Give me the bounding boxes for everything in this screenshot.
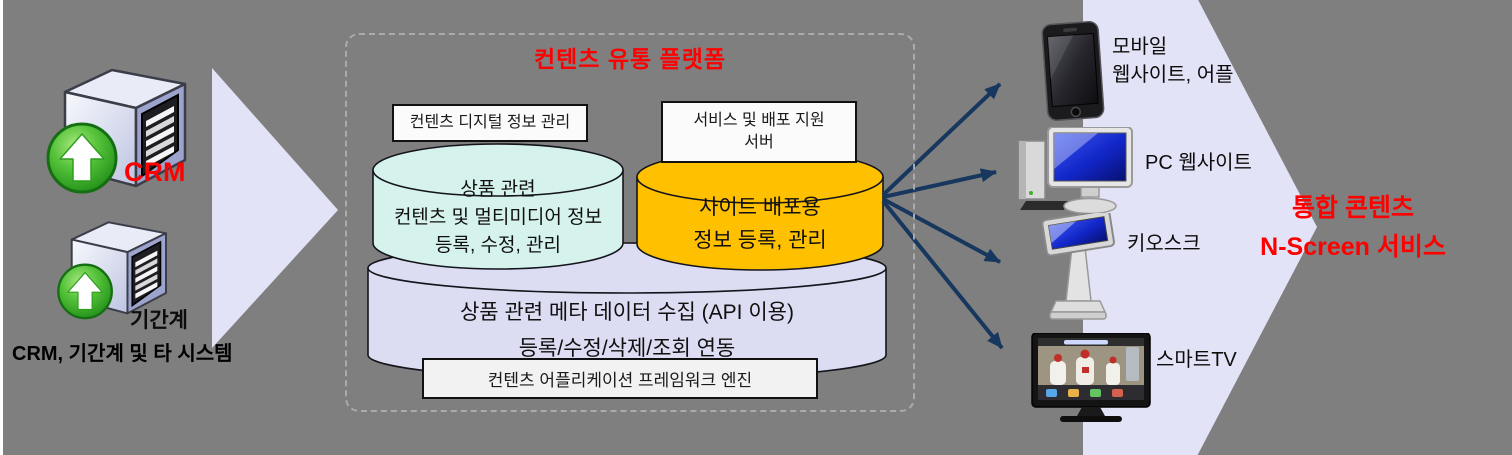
- left-flow-arrow: [212, 68, 338, 348]
- left-edge-strip: [0, 0, 3, 455]
- nscreen-banner-line2: N-Screen 서비스: [1260, 233, 1446, 261]
- deploy-support-label-line1: 서비스 및 배포 지원: [693, 112, 825, 129]
- orange-cylinder: [636, 150, 884, 271]
- mobile-label-line2: 웹사이트, 어플: [1112, 64, 1234, 86]
- digital-info-label: 컨텐츠 디지털 정보 관리: [409, 114, 571, 131]
- cyan-cylinder-text: 상품 관련 컨텐츠 및 멀티미디어 정보 등록, 수정, 관리: [378, 176, 618, 260]
- mobile-device-label: 모바일 웹사이트, 어플: [1112, 33, 1234, 89]
- deploy-support-label-line2: 서버: [744, 134, 774, 151]
- meta-line-2: 등록/수정/삭제/조회 연동: [518, 337, 736, 360]
- fanout-arrows: [881, 82, 1004, 350]
- source-systems-caption: CRM, 기간계 및 타 시스템: [12, 343, 233, 365]
- nscreen-service-banner: 통합 콘텐츠 N-Screen 서비스: [1228, 189, 1478, 267]
- meta-cylinder-text: 상품 관련 메타 데이터 수집 (API 이용) 등록/수정/삭제/조회 연동: [380, 295, 874, 367]
- tv-device-label: 스마트TV: [1156, 349, 1237, 371]
- mobile-label-line1: 모바일: [1112, 36, 1168, 58]
- orange-cylinder-text: 사이트 배포용 정보 등록, 관리: [642, 191, 878, 257]
- cyan-line-2: 컨텐츠 및 멀티미디어 정보: [393, 207, 603, 228]
- cyan-line-3: 등록, 수정, 관리: [435, 235, 561, 256]
- platform-container: [345, 33, 915, 412]
- giganggye-label: 기간계: [130, 309, 188, 332]
- deploy-support-label-box: 서비스 및 배포 지원 서버: [661, 101, 857, 163]
- framework-engine-label: 컨텐츠 어플리케이션 프레임워크 엔진: [487, 371, 753, 390]
- orange-line-1: 사이트 배포용: [699, 196, 821, 219]
- desktop-pc-icon: [1018, 127, 1133, 215]
- crm-label: CRM: [124, 157, 186, 187]
- platform-title: 컨텐츠 유통 플랫폼: [533, 46, 727, 72]
- cyan-cylinder: [372, 143, 624, 270]
- smartphone-icon: [1041, 21, 1105, 121]
- nscreen-banner-line1: 통합 콘텐츠: [1292, 194, 1414, 222]
- smart-tv-icon: [1031, 333, 1151, 422]
- digital-info-label-box: 컨텐츠 디지털 정보 관리: [392, 104, 588, 142]
- cyan-line-1: 상품 관련: [460, 179, 536, 200]
- kiosk-device-label: 키오스크: [1127, 233, 1201, 255]
- orange-line-2: 정보 등록, 관리: [693, 229, 827, 252]
- pc-device-label: PC 웹사이트: [1145, 152, 1252, 174]
- framework-engine-box: 컨텐츠 어플리케이션 프레임워크 엔진: [422, 358, 818, 399]
- meta-line-1: 상품 관련 메타 데이터 수집 (API 이용): [459, 301, 794, 324]
- kiosk-icon: [1041, 213, 1115, 320]
